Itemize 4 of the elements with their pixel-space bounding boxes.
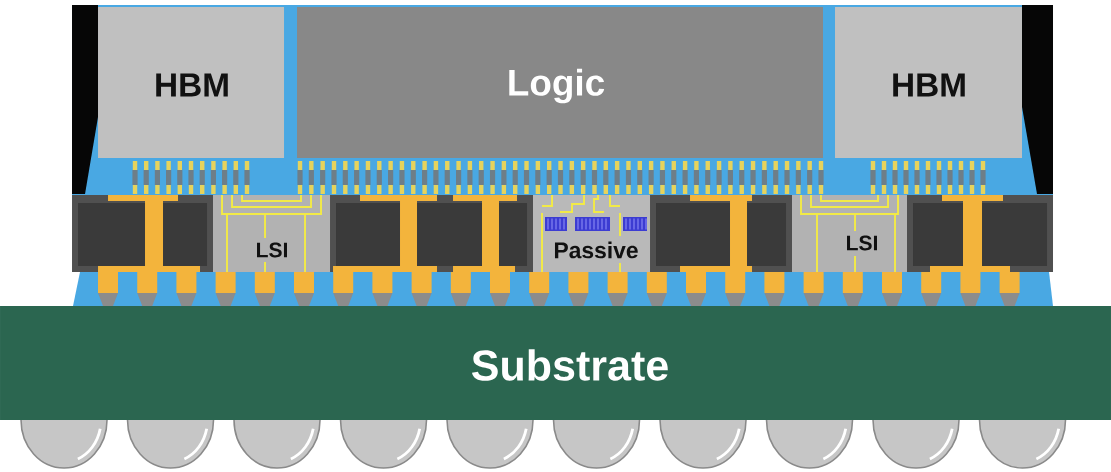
chip-block: HBM — [98, 7, 284, 158]
chip-block: Logic — [297, 7, 823, 158]
substrate-band: Substrate — [0, 306, 1111, 420]
chip-block: HBM — [835, 7, 1022, 158]
